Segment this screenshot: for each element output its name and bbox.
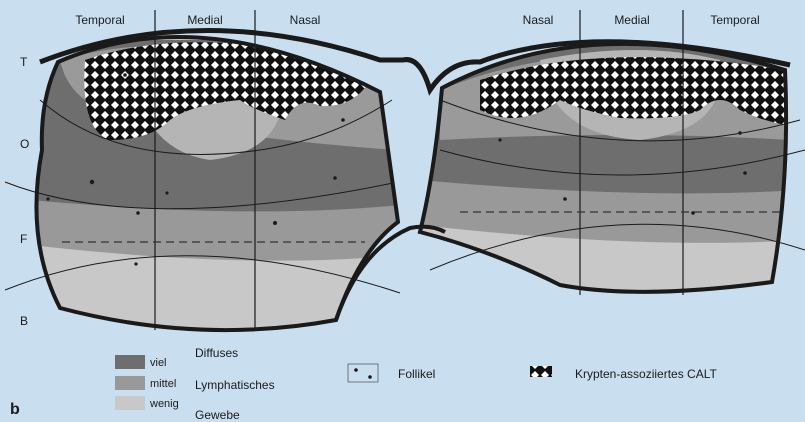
legend-calt-swatch [530, 366, 552, 377]
column-label-right-temporal: Temporal [710, 13, 759, 27]
column-label-right-medial: Medial [614, 13, 649, 27]
legend-swatch-light [115, 396, 145, 410]
column-label-left-temporal: Temporal [75, 13, 124, 27]
legend-tissue-line3: Gewebe [195, 408, 240, 422]
panel-label: b [10, 401, 20, 418]
follicle-dot-icon [354, 368, 358, 372]
column-label-left-medial: Medial [187, 13, 222, 27]
row-label-t: T [20, 55, 28, 69]
legend-swatch-dark [115, 355, 145, 369]
column-label-left-nasal: Nasal [290, 13, 321, 27]
row-label-o: O [20, 137, 29, 151]
legend-level-wenig: wenig [149, 398, 179, 410]
legend-calt-label: Krypten-assoziiertes CALT [575, 367, 717, 381]
legend-tissue-line2: Lymphatisches [195, 378, 275, 392]
legend-follicle-label: Follikel [398, 367, 435, 381]
legend-level-viel: viel [150, 357, 167, 369]
row-label-f: F [20, 232, 27, 246]
legend-tissue-line1: Diffuses [195, 346, 238, 360]
follicle-dot-icon [368, 375, 372, 379]
legend-follicle-swatch [348, 364, 378, 382]
legend-swatch-medium [115, 376, 145, 390]
column-label-right-nasal: Nasal [523, 13, 554, 27]
legend-level-mittel: mittel [150, 378, 176, 390]
row-label-b: B [20, 314, 28, 328]
